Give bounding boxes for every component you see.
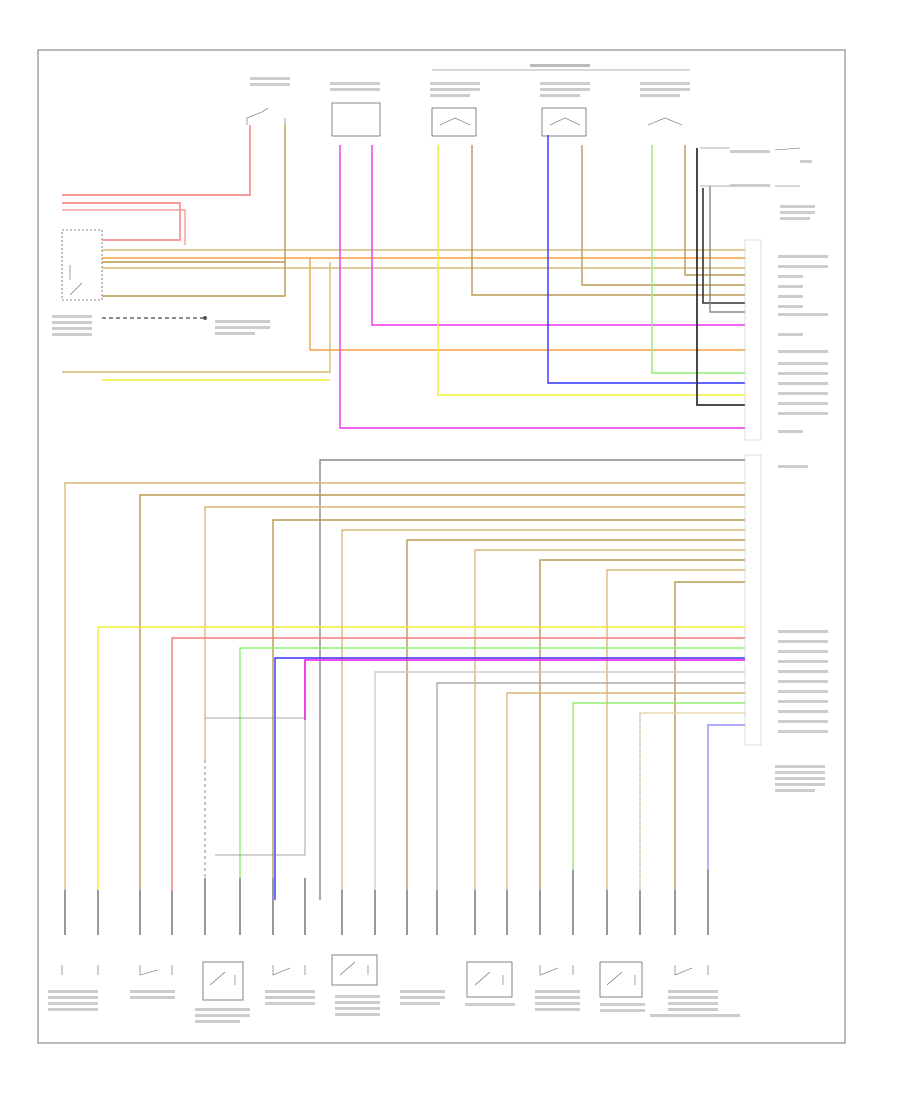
wire-tan-5 — [62, 262, 331, 373]
bottom-component-1 — [48, 965, 99, 1011]
wire-black-2 — [702, 188, 745, 304]
bottom-component-10 — [650, 965, 740, 1017]
wire-brown-6 — [406, 539, 745, 900]
wire-brown-3 — [684, 145, 745, 276]
wire-green-2 — [239, 647, 745, 900]
module-box-4 — [640, 82, 690, 126]
wire-brown-1 — [471, 145, 745, 296]
wire-magenta-2 — [371, 145, 745, 326]
bottom-component-9 — [599, 961, 645, 1012]
wire-lightblue-1 — [707, 724, 745, 900]
wire-tan-4 — [102, 262, 286, 297]
wire-yellow-3 — [97, 626, 745, 900]
bottom-components — [48, 954, 740, 1023]
wire-orange-2 — [309, 258, 745, 351]
diagram-frame — [37, 49, 846, 1044]
wire-brown-4 — [139, 494, 745, 900]
top-switch — [246, 77, 290, 125]
wire-black-1 — [696, 148, 745, 406]
label-block — [530, 64, 590, 67]
module-box-1 — [330, 82, 381, 137]
lower-connector — [744, 454, 828, 792]
wire-grey-1 — [709, 186, 745, 313]
top-components — [52, 64, 815, 336]
module-box-3 — [540, 82, 590, 137]
wire-terminals — [64, 870, 709, 935]
wire-grey-2 — [319, 459, 745, 900]
wire-blue-2 — [274, 657, 745, 900]
wire-tan-2 — [102, 125, 286, 263]
wire-tan-7 — [204, 506, 745, 760]
wire-tan-6 — [64, 482, 745, 900]
wire-red-2 — [62, 202, 181, 241]
bottom-component-8 — [535, 965, 580, 1011]
wire-tan-12 — [639, 712, 745, 900]
bottom-component-4 — [265, 965, 315, 1005]
bottom-component-5 — [331, 954, 380, 1016]
wire-red-4 — [171, 637, 745, 900]
lower-wires — [64, 459, 745, 900]
wire-yellow-1 — [437, 145, 745, 396]
wire-magenta-1 — [339, 145, 745, 429]
top-connector — [744, 239, 828, 441]
wire-link-2 — [215, 720, 306, 856]
wire-grey-3 — [436, 682, 745, 900]
wire-brown-7 — [539, 559, 745, 900]
wire-blue-1 — [547, 135, 745, 384]
bottom-component-3 — [195, 961, 250, 1023]
bottom-component-6 — [400, 990, 445, 1005]
wire-red-1 — [62, 125, 251, 196]
wire-brown-5 — [272, 519, 745, 900]
wire-tan-9 — [474, 549, 745, 900]
wire-red-3 — [62, 209, 186, 245]
wire-brown-2 — [581, 145, 745, 286]
top-wires — [62, 125, 745, 429]
wire-tan-11 — [506, 692, 745, 900]
wire-green-1 — [651, 145, 745, 374]
wire-magenta-3 — [304, 659, 745, 720]
right-relay — [700, 147, 815, 220]
wire-tan-10 — [606, 569, 745, 900]
wire-tan-8 — [341, 529, 745, 900]
bottom-component-7 — [465, 961, 515, 1006]
module-box-2 — [430, 82, 480, 137]
bottom-component-2 — [130, 965, 175, 999]
wire-lightgrey-1 — [374, 671, 745, 900]
wire-brown-8 — [674, 581, 745, 900]
wire-green-3 — [572, 702, 745, 900]
left-multifunction-switch — [52, 229, 270, 336]
